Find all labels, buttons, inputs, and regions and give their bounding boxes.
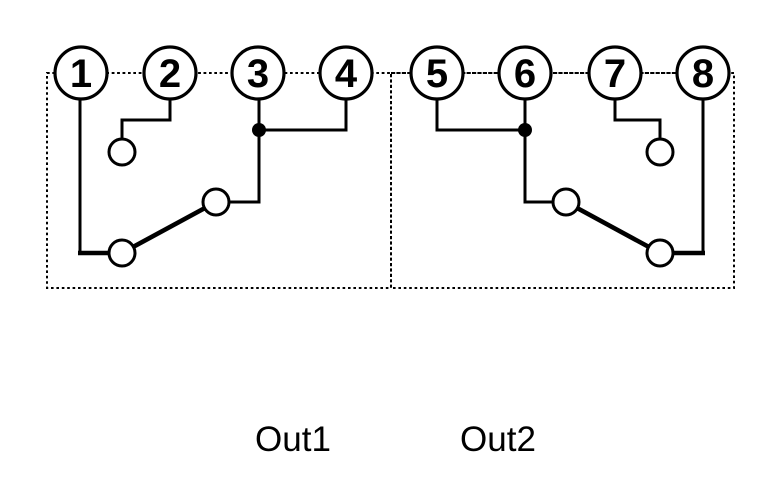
out1-label: Out1 [255,420,331,459]
terminal-5-circle-icon [409,45,465,101]
out2-pole-contact-circle-icon [551,187,581,217]
out2-wire-terminal5-to-junction [435,98,525,132]
terminal-8: 8 [675,45,731,101]
out2-wire-terminal6-to-pole [523,98,566,204]
out2-junction-dot-icon [518,123,532,137]
terminal-4: 4 [318,45,374,101]
terminal-6-number: 6 [514,52,536,96]
terminal-3-number: 3 [247,52,269,96]
out1-switch-blade-icon [120,199,218,256]
terminal-2-number: 2 [159,52,181,96]
terminal-4-number: 4 [335,52,358,96]
terminal-5: 5 [409,45,465,101]
out1-pole-contact-circle-icon [201,187,231,217]
terminal-4-circle-icon [318,45,374,101]
terminal-6-circle-icon [497,45,553,101]
terminal-3-circle-icon [230,45,286,101]
terminal-7-number: 7 [604,52,626,96]
terminal-1: 1 [53,45,109,101]
out1-moving-contact-circle-icon [107,238,137,268]
terminal-1-number: 1 [70,52,92,96]
terminal-7: 7 [587,45,643,101]
terminal-1-circle-icon [53,45,109,101]
terminal-2-circle-icon [142,45,198,101]
out2-contact7-circle-icon [645,137,675,167]
out2-wire-terminal7-to-contact [613,98,662,152]
terminal-7-circle-icon [587,45,643,101]
out1-contact2-circle-icon [107,137,137,167]
out1-wire-terminal2-to-contact [120,98,172,152]
terminal-5-number: 5 [426,52,448,96]
out1-enclosure-dotted-border [46,72,392,289]
out2-label: Out2 [460,420,536,459]
out2-enclosure-dotted-border [390,72,735,289]
out2-moving-contact-circle-icon [645,238,675,268]
terminal-6: 6 [497,45,553,101]
terminal-2: 2 [142,45,198,101]
out2-switch-blade-icon [564,199,662,256]
out1-junction-dot-icon [252,123,266,137]
out1-wire-junction-to-terminal4 [259,98,348,132]
terminal-8-circle-icon [675,45,731,101]
terminal-3: 3 [230,45,286,101]
terminal-8-number: 8 [692,52,714,96]
out1-wire-terminal3-to-pole [216,98,261,204]
